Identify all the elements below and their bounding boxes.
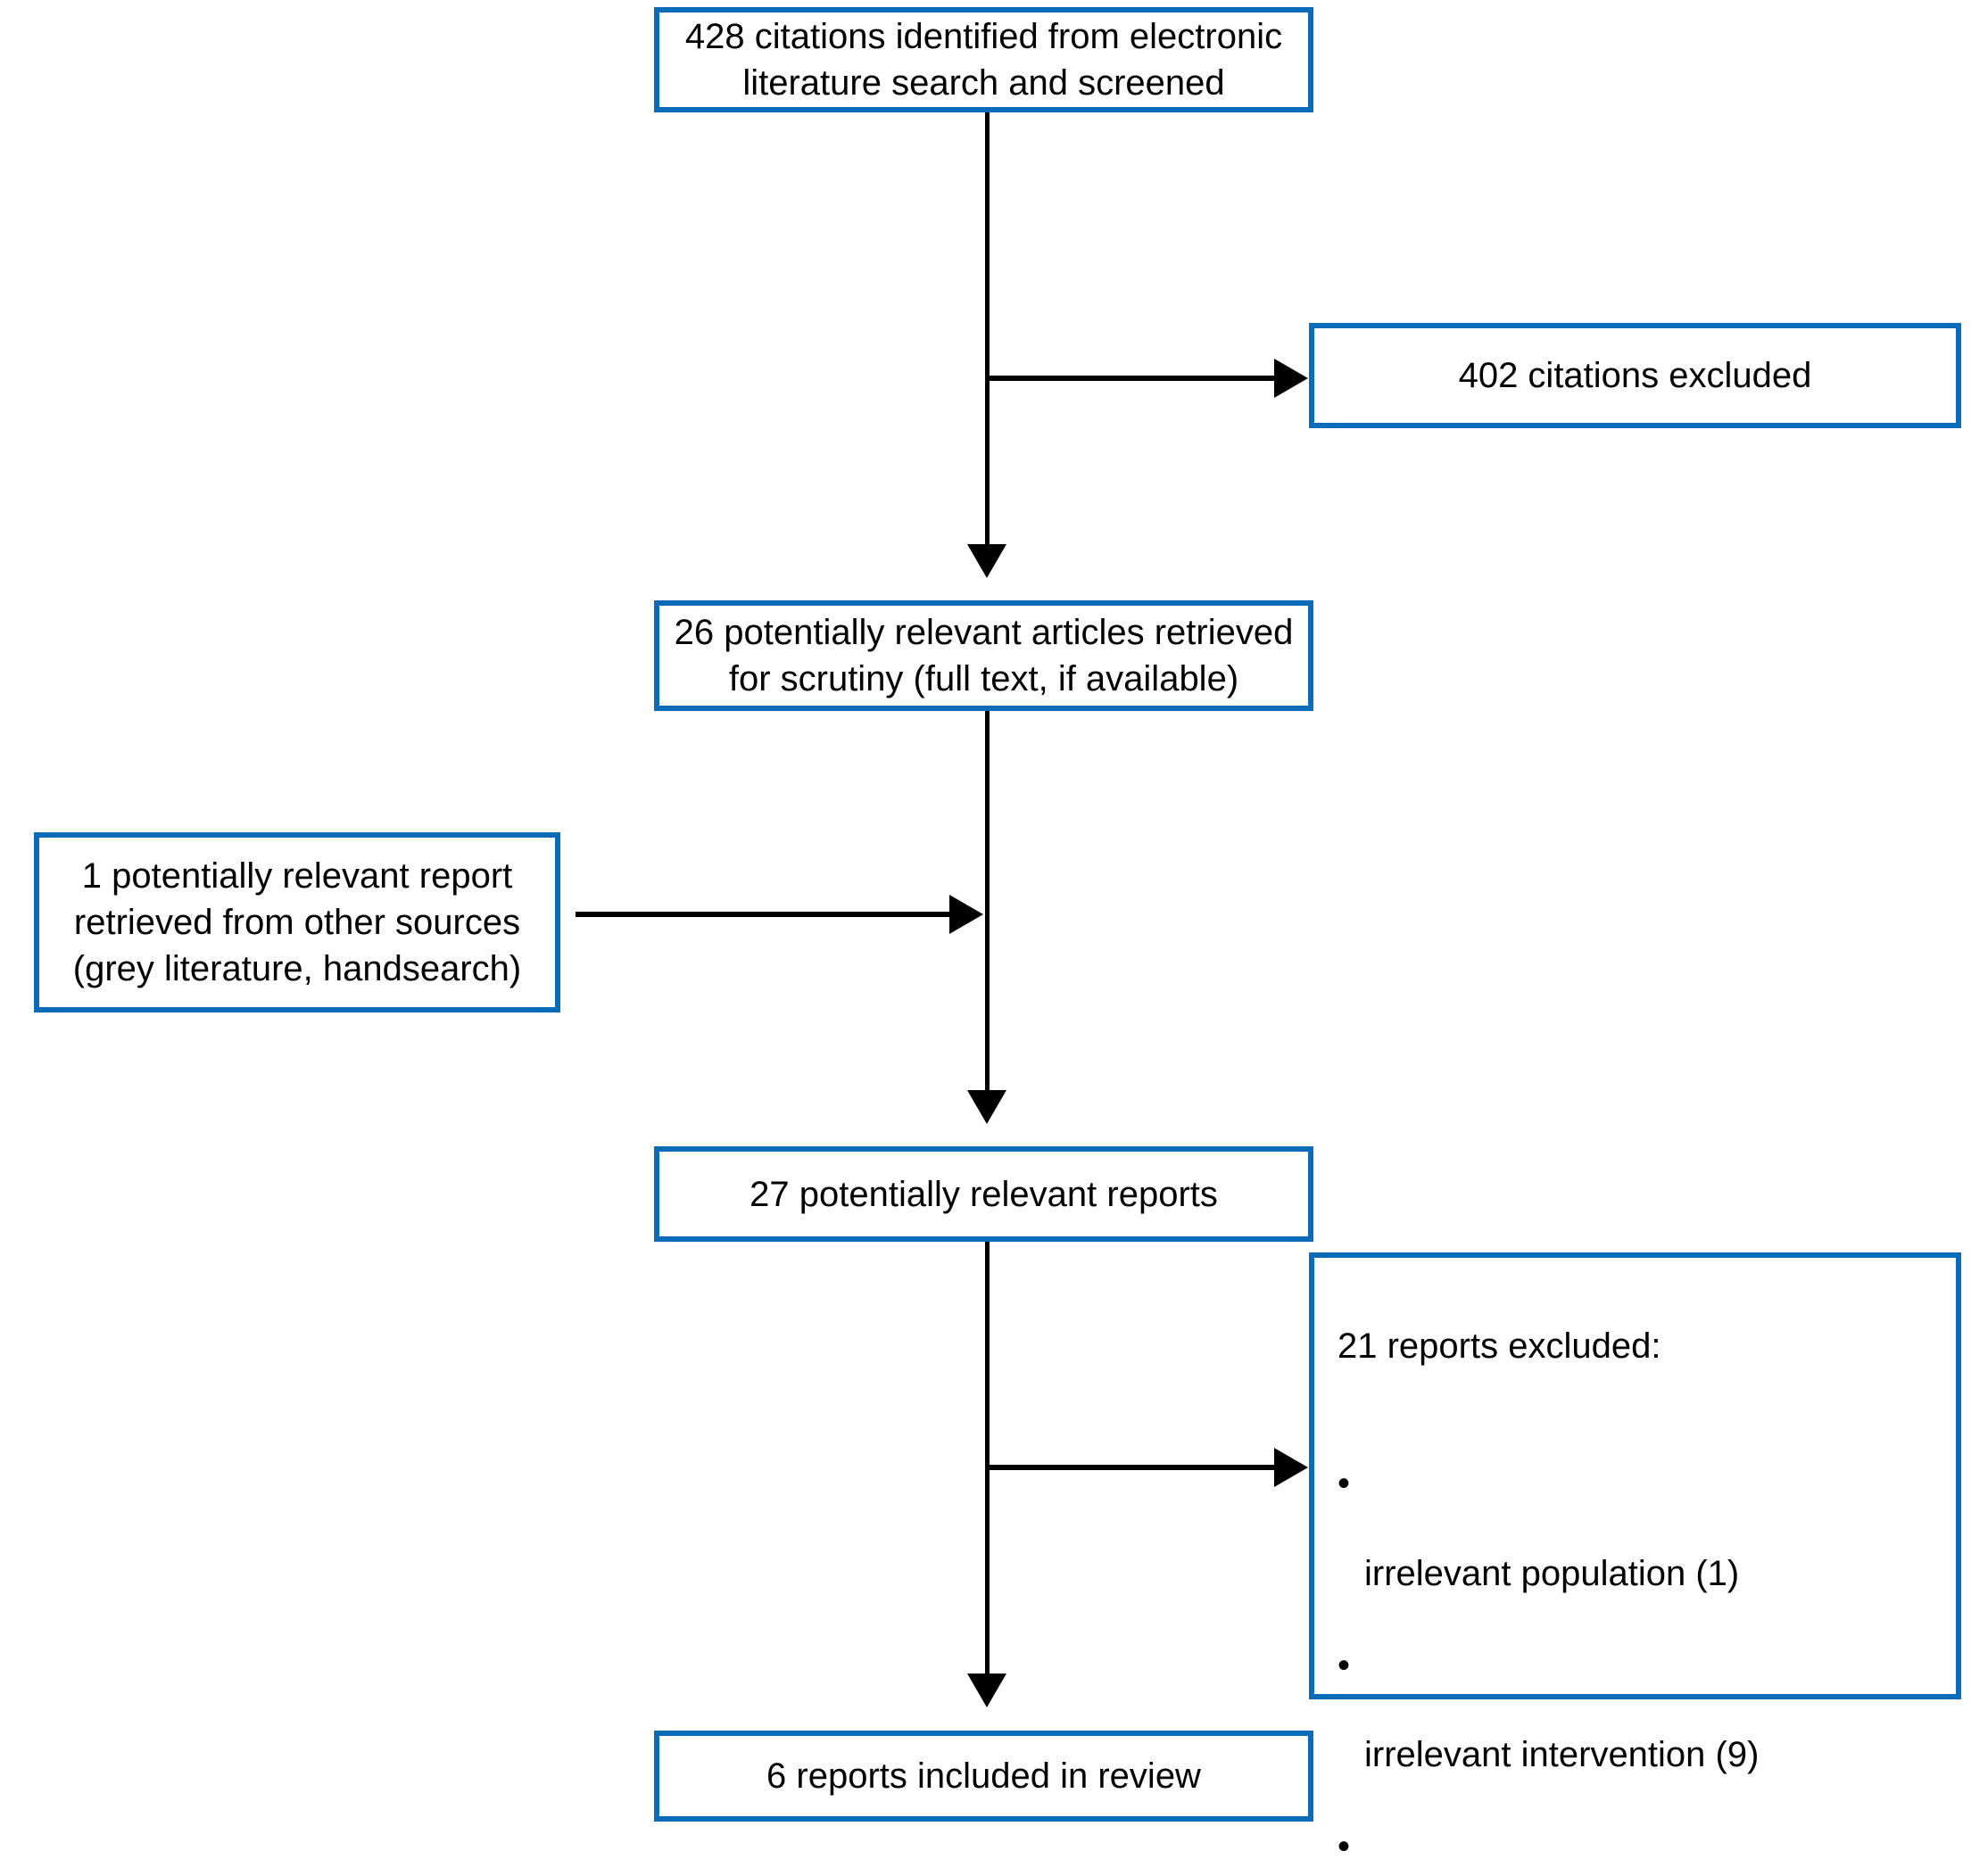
connector-identified-to-retrieved-line bbox=[985, 112, 990, 544]
box-articles-retrieved-label: 26 potentially relevant articles retriev… bbox=[674, 613, 1294, 698]
box-articles-retrieved: 26 potentially relevant articles retriev… bbox=[654, 600, 1313, 711]
box-potentially-relevant-reports: 27 potentially relevant reports bbox=[654, 1146, 1313, 1242]
reason-item: • irrelevant population (1) bbox=[1337, 1461, 1947, 1596]
reason-label: irrelevant intervention (9) bbox=[1364, 1735, 1760, 1775]
box-reports-excluded: 21 reports excluded: • irrelevant popula… bbox=[1309, 1252, 1961, 1866]
box-other-sources-report: 1 potentially relevant report retrieved … bbox=[34, 832, 560, 1012]
connector-retrieved-to-relevant-line bbox=[985, 711, 990, 1095]
box-potentially-relevant-reports-label: 27 potentially relevant reports bbox=[749, 1174, 1218, 1214]
box-reports-included-label: 6 reports included in review bbox=[766, 1756, 1201, 1796]
connector-other-sources-line bbox=[576, 912, 952, 917]
reason-label: irrelevant population (1) bbox=[1364, 1554, 1740, 1594]
reason-item: • irrelevant comparator (1) bbox=[1337, 1824, 1947, 1876]
box-citations-excluded: 402 citations excluded bbox=[1309, 323, 1961, 428]
connector-identified-to-retrieved-arrowhead bbox=[967, 544, 1006, 578]
box-citations-identified: 428 citations identified from electronic… bbox=[654, 7, 1313, 112]
bullet-glyph: • bbox=[1337, 1464, 1351, 1504]
box-other-sources-report-label: 1 potentially relevant report retrieved … bbox=[72, 856, 522, 988]
reason-item: • irrelevant intervention (9) bbox=[1337, 1643, 1947, 1778]
connector-retrieved-to-relevant-arrowhead bbox=[967, 1090, 1006, 1124]
reports-excluded-reason-list: • irrelevant population (1) • irrelevant… bbox=[1337, 1415, 1947, 1876]
connector-to-citations-excluded-line bbox=[985, 376, 1279, 381]
connector-to-reports-excluded-arrowhead bbox=[1274, 1448, 1308, 1487]
connector-to-citations-excluded-arrowhead bbox=[1274, 359, 1308, 398]
box-citations-excluded-label: 402 citations excluded bbox=[1458, 356, 1812, 395]
reports-excluded-heading: 21 reports excluded: bbox=[1337, 1326, 1661, 1366]
box-citations-identified-label: 428 citations identified from electronic… bbox=[684, 17, 1283, 103]
bullet-glyph: • bbox=[1337, 1645, 1351, 1685]
connector-relevant-to-included-line bbox=[985, 1242, 990, 1677]
bullet-glyph: • bbox=[1337, 1826, 1351, 1866]
connector-to-reports-excluded-line bbox=[985, 1465, 1279, 1470]
box-reports-included: 6 reports included in review bbox=[654, 1731, 1313, 1822]
connector-other-sources-arrowhead bbox=[949, 895, 983, 934]
connector-relevant-to-included-arrowhead bbox=[967, 1674, 1006, 1707]
